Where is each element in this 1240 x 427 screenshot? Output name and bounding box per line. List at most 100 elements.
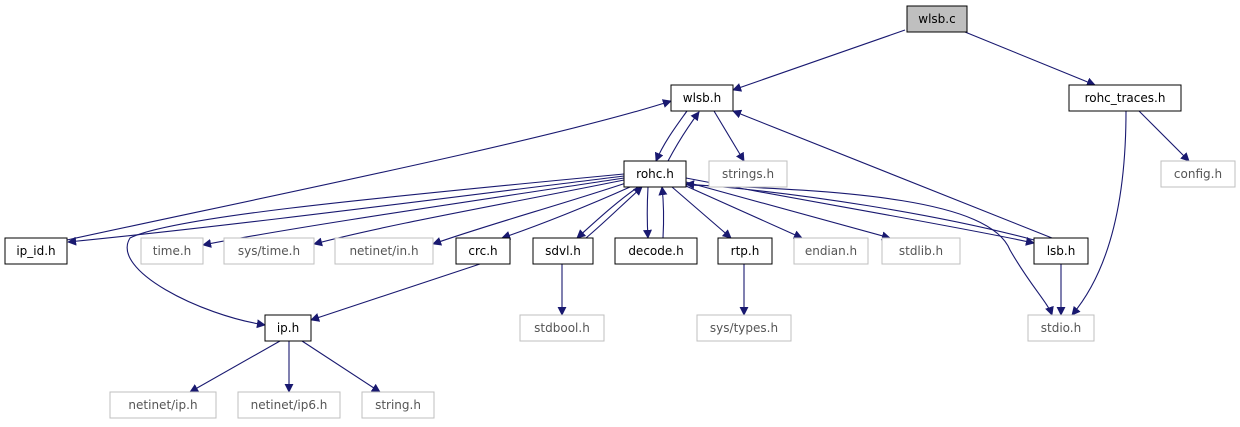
node-stdlib-h: stdlib.h xyxy=(881,237,961,265)
edge-path xyxy=(66,99,672,241)
node-box xyxy=(361,391,435,419)
node-label: rohc.h xyxy=(636,167,674,181)
edge-layer xyxy=(66,29,1190,393)
edge-path xyxy=(189,340,281,393)
edge-lsb-h-to-wlsb-h xyxy=(732,109,1053,239)
node-label: netinet/in.h xyxy=(349,244,418,258)
edge-rohc-h-to-sdvl-h xyxy=(576,186,639,239)
node-box xyxy=(1068,84,1182,112)
node-box xyxy=(109,391,217,419)
edge-path xyxy=(126,173,625,329)
node-box xyxy=(1160,160,1236,188)
edge-wlsb-c-to-rohc-traces-h xyxy=(964,31,1096,87)
edge-rohc-h-to-wlsb-h xyxy=(667,111,700,162)
edge-rohc-h-to-sys-time-h xyxy=(313,179,625,247)
edge-sdvl-h-to-rohc-h xyxy=(585,186,643,239)
edge-path xyxy=(1071,110,1127,316)
edge-rohc-h-to-ip-id-h xyxy=(67,175,625,246)
node-box xyxy=(264,314,312,342)
edge-path xyxy=(654,110,688,162)
edge-ip-h-to-string-h xyxy=(301,340,381,393)
edge-wlsb-h-to-rohc-h xyxy=(654,110,688,162)
node-label: string.h xyxy=(375,398,421,412)
edge-ip-id-h-to-wlsb-h xyxy=(66,99,672,241)
node-label: ip.h xyxy=(277,321,299,335)
node-label: wlsb.c xyxy=(918,12,955,26)
node-box xyxy=(623,160,687,188)
node-sdvl-h[interactable]: sdvl.h xyxy=(532,237,594,265)
node-netinet-in-h: netinet/in.h xyxy=(334,237,434,265)
node-box xyxy=(532,237,594,265)
node-label: sdvl.h xyxy=(545,244,581,258)
edge-path xyxy=(671,186,732,239)
edge-path xyxy=(667,111,700,162)
edge-rohc-traces-h-to-stdio-h xyxy=(1071,110,1127,316)
node-box xyxy=(793,237,869,265)
node-rtp-h[interactable]: rtp.h xyxy=(717,237,773,265)
edge-rohc-traces-h-to-config-h xyxy=(1138,110,1190,162)
edge-path xyxy=(685,180,1035,241)
edge-wlsb-h-to-strings-h xyxy=(713,110,745,162)
node-rohc-traces-h[interactable]: rohc_traces.h xyxy=(1068,84,1182,112)
edge-path xyxy=(585,186,643,239)
node-box xyxy=(4,237,68,265)
node-label: crc.h xyxy=(468,244,497,258)
edge-path xyxy=(67,175,625,246)
edge-path xyxy=(301,340,381,393)
node-box xyxy=(708,160,788,188)
edge-path xyxy=(713,110,745,162)
edge-wlsb-c-to-wlsb-h xyxy=(732,29,906,92)
node-endian-h: endian.h xyxy=(793,237,869,265)
node-netinet-ip6-h: netinet/ip6.h xyxy=(237,391,341,419)
node-label: netinet/ip.h xyxy=(128,398,197,412)
node-box xyxy=(1027,314,1095,342)
node-ip-h[interactable]: ip.h xyxy=(264,314,312,342)
node-box xyxy=(223,237,315,265)
node-box xyxy=(670,84,734,112)
node-decode-h[interactable]: decode.h xyxy=(614,237,698,265)
node-box xyxy=(717,237,773,265)
edge-rohc-h-to-stdio-h xyxy=(685,184,1054,316)
edge-path xyxy=(658,186,668,239)
node-lsb-h[interactable]: lsb.h xyxy=(1033,237,1089,265)
node-rohc-h[interactable]: rohc.h xyxy=(623,160,687,188)
edge-path xyxy=(685,181,891,241)
edge-path xyxy=(732,29,906,92)
node-label: ip_id.h xyxy=(16,244,55,258)
edge-path xyxy=(501,186,631,240)
node-label: sys/time.h xyxy=(238,244,300,258)
node-box xyxy=(237,391,341,419)
edge-path xyxy=(732,109,1053,239)
edge-path xyxy=(643,186,652,239)
node-time-h: time.h xyxy=(140,237,204,265)
edge-decode-h-to-rohc-h xyxy=(658,186,668,239)
edge-path xyxy=(313,179,625,247)
node-label: stdio.h xyxy=(1041,321,1081,335)
edge-rohc-h-to-endian-h xyxy=(685,185,803,239)
node-label: time.h xyxy=(153,244,192,258)
node-wlsb-h[interactable]: wlsb.h xyxy=(670,84,734,112)
node-label: stdlib.h xyxy=(899,244,943,258)
node-crc-h[interactable]: crc.h xyxy=(455,237,511,265)
node-box xyxy=(881,237,961,265)
edge-path xyxy=(202,177,625,248)
node-label: decode.h xyxy=(628,244,683,258)
node-netinet-ip-h: netinet/ip.h xyxy=(109,391,217,419)
node-label: rtp.h xyxy=(731,244,760,258)
node-ip-id-h[interactable]: ip_id.h xyxy=(4,237,68,265)
node-box xyxy=(334,237,434,265)
edge-rohc-h-to-ip-h xyxy=(126,173,625,329)
edge-rohc-h-to-time-h xyxy=(202,177,625,248)
node-string-h: string.h xyxy=(361,391,435,419)
edge-path xyxy=(685,185,803,239)
node-label: stdbool.h xyxy=(534,321,590,335)
edge-lsb-h-to-rohc-h xyxy=(685,180,1035,241)
node-box xyxy=(455,237,511,265)
node-label: rohc_traces.h xyxy=(1085,91,1166,105)
node-wlsb-c[interactable]: wlsb.c xyxy=(906,5,968,33)
node-label: netinet/ip6.h xyxy=(251,398,328,412)
edge-rohc-h-to-stdlib-h xyxy=(685,181,891,241)
edge-rohc-h-to-rtp-h xyxy=(671,186,732,239)
node-box xyxy=(1033,237,1089,265)
